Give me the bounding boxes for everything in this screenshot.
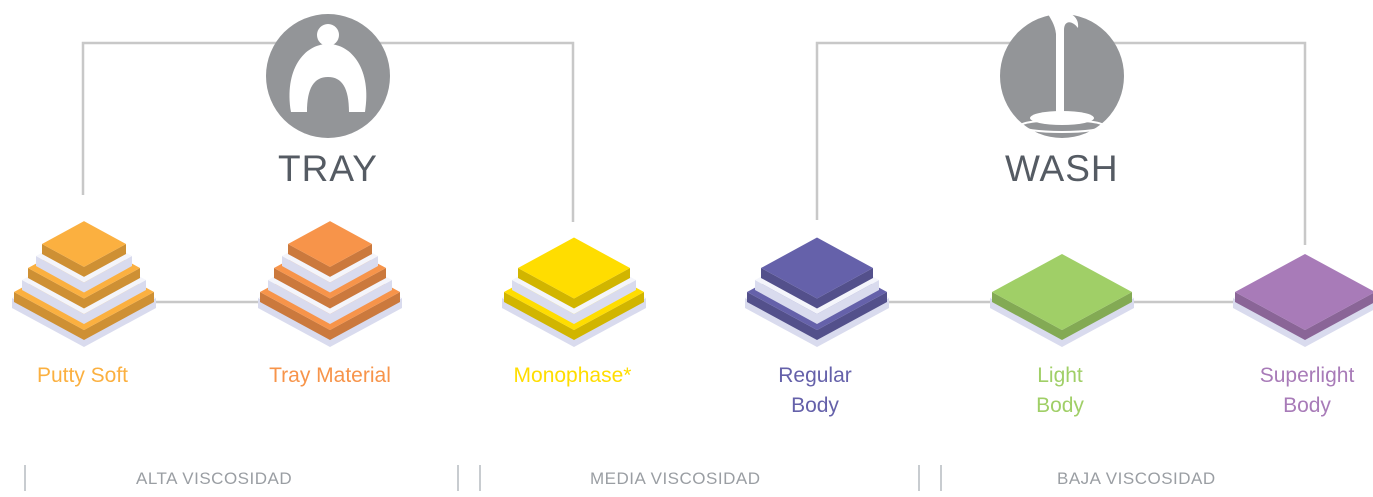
material-label-light: Light bbox=[1037, 364, 1083, 387]
tray-title: TRAY bbox=[278, 148, 378, 189]
material-stack-2 bbox=[258, 221, 402, 347]
stack-layer-3 bbox=[288, 221, 372, 277]
material-label-superlight-body: Body bbox=[1283, 394, 1331, 417]
stack-layer-2 bbox=[518, 237, 630, 309]
material-stack-1 bbox=[12, 221, 156, 347]
material-label-superlight: Superlight bbox=[1259, 364, 1355, 387]
stack-layer-1 bbox=[1235, 254, 1373, 340]
material-stacks bbox=[12, 221, 1373, 347]
separator bbox=[479, 465, 481, 491]
pouring-liquid-icon bbox=[1000, 11, 1124, 138]
separator bbox=[457, 465, 459, 491]
stack-layer-3 bbox=[42, 221, 126, 277]
material-stack-3 bbox=[502, 237, 646, 347]
material-label-regular: Regular bbox=[778, 364, 852, 387]
wash-title: WASH bbox=[1005, 148, 1119, 189]
material-stack-6 bbox=[1233, 254, 1373, 347]
stack-layer-1 bbox=[992, 254, 1132, 340]
separator bbox=[24, 465, 26, 491]
media-viscosidad-label: MEDIA VISCOSIDAD bbox=[590, 469, 761, 488]
material-stack-4 bbox=[745, 237, 889, 347]
material-label-regular-body: Body bbox=[791, 394, 839, 417]
separator bbox=[918, 465, 920, 491]
material-stack-5 bbox=[990, 254, 1134, 347]
material-label-putty-soft: Putty Soft bbox=[36, 364, 129, 387]
material-label-light-body: Body bbox=[1036, 394, 1084, 417]
baja-viscosidad-label: BAJA VISCOSIDAD bbox=[1057, 469, 1216, 488]
dental-tray-icon bbox=[266, 14, 390, 138]
material-label-tray-material: Tray Material bbox=[269, 364, 391, 387]
alta-viscosidad-label: ALTA VISCOSIDAD bbox=[136, 469, 293, 488]
separator bbox=[940, 465, 942, 491]
stack-layer-2 bbox=[761, 237, 873, 309]
material-label-monophase: Monophase* bbox=[513, 364, 632, 387]
